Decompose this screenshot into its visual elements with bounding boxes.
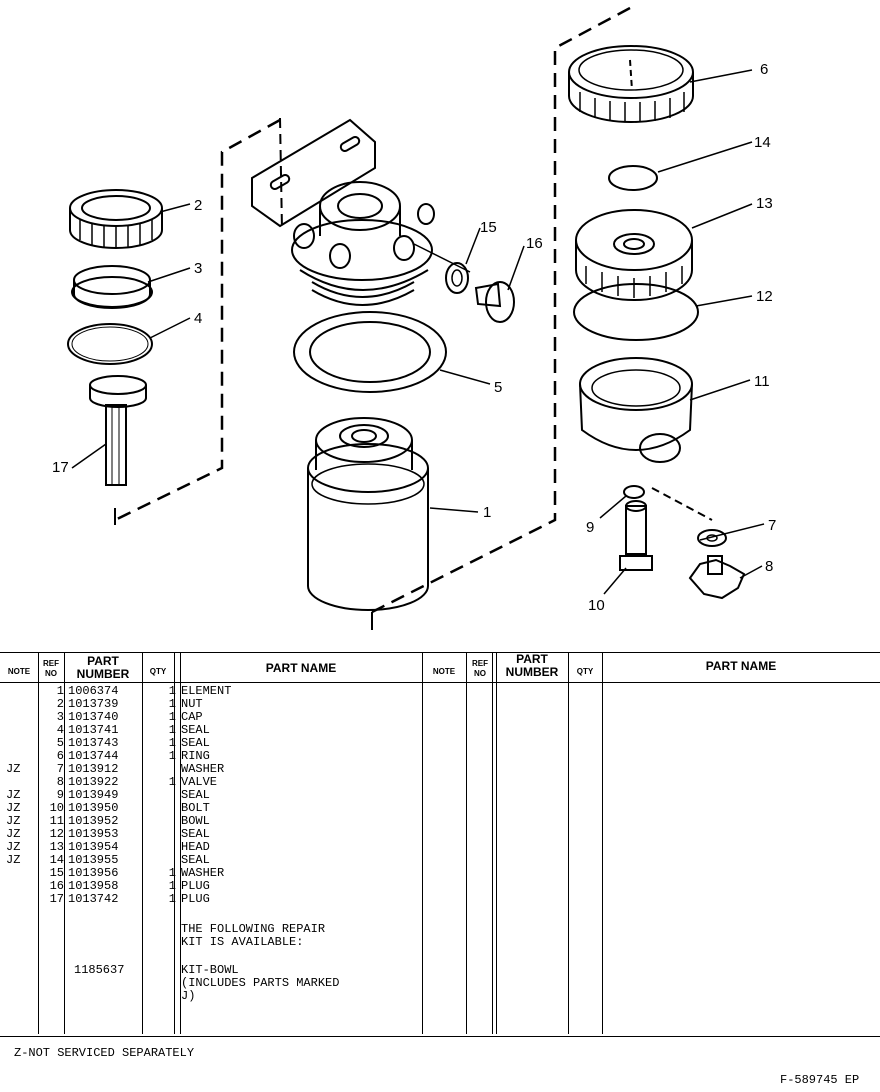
callout-9: 9	[586, 519, 594, 536]
seal-part-4	[67, 323, 153, 365]
element-part-1	[307, 417, 429, 611]
callout-5: 5	[494, 379, 502, 396]
header-part-line2-right: NUMBER	[505, 665, 559, 679]
callout-14: 14	[754, 134, 771, 151]
callout-16: 16	[526, 235, 543, 252]
exploded-parts-diagram: 1 2 3 4 5 6 7 8 9 10 11 12 13 14 15 16 1…	[52, 6, 776, 630]
header-part-line1: PART	[87, 654, 119, 668]
seal-part-12	[573, 283, 699, 341]
kit-name-line3: J)	[181, 989, 196, 1003]
callout-6: 6	[760, 61, 768, 78]
header-part-line2: NUMBER	[76, 667, 130, 681]
figure-id: F-589745 EP	[780, 1073, 860, 1087]
header-note-right: NOTE	[432, 667, 456, 676]
plug-part-16	[474, 281, 515, 323]
header-part-name: PART NAME	[265, 661, 337, 675]
kit-name-line1: KIT-BOWL	[181, 963, 239, 977]
bowl-part-11	[579, 357, 693, 463]
header-note: NOTE	[7, 667, 31, 676]
kit-name-line2: (INCLUDES PARTS MARKED	[181, 976, 340, 990]
callout-10: 10	[588, 597, 605, 614]
header-ref-line1: REF	[43, 659, 59, 668]
header-qty: QTY	[149, 667, 167, 676]
callout-17: 17	[52, 459, 69, 476]
parts-list-table: NOTE REF NO PART NUMBER QTY PART NAME NO…	[0, 652, 880, 1034]
head-part-13	[575, 209, 693, 301]
kit-part-number: 1185637	[74, 963, 125, 977]
header-qty-right: QTY	[576, 667, 594, 676]
callout-1: 1	[483, 504, 491, 521]
callout-4: 4	[194, 310, 202, 327]
gasket-part-5	[293, 311, 447, 393]
washer-part-7	[697, 529, 727, 547]
header-ref-line2: NO	[45, 669, 57, 678]
callout-13: 13	[756, 195, 773, 212]
callout-11: 11	[754, 373, 770, 390]
plug-part-17	[89, 375, 147, 486]
cap-part-3	[71, 265, 153, 309]
seal-part-14	[608, 165, 658, 191]
nut-part-2	[69, 189, 163, 249]
callout-12: 12	[756, 288, 773, 305]
seal-part-9	[623, 485, 645, 499]
header-ref-line1-right: REF	[472, 659, 488, 668]
valve-part-8	[688, 555, 746, 600]
kit-intro-line2: KIT IS AVAILABLE:	[181, 935, 304, 949]
callout-2: 2	[194, 197, 202, 214]
callout-15: 15	[480, 219, 497, 236]
bolt-part-10	[619, 500, 653, 571]
filter-head	[251, 118, 435, 306]
kit-intro-line1: THE FOLLOWING REPAIR	[181, 922, 326, 936]
washer-part-15	[445, 262, 469, 294]
footer-note: Z-NOT SERVICED SEPARATELY	[14, 1046, 195, 1060]
table-bottom-rule	[0, 1036, 880, 1037]
header-ref-line2-right: NO	[474, 669, 486, 678]
header-part-line1-right: PART	[516, 652, 548, 666]
header-part-name-right: PART NAME	[705, 659, 777, 673]
callout-8: 8	[765, 558, 773, 575]
callout-3: 3	[194, 260, 202, 277]
callout-7: 7	[768, 517, 776, 534]
ring-part-6	[568, 45, 694, 123]
